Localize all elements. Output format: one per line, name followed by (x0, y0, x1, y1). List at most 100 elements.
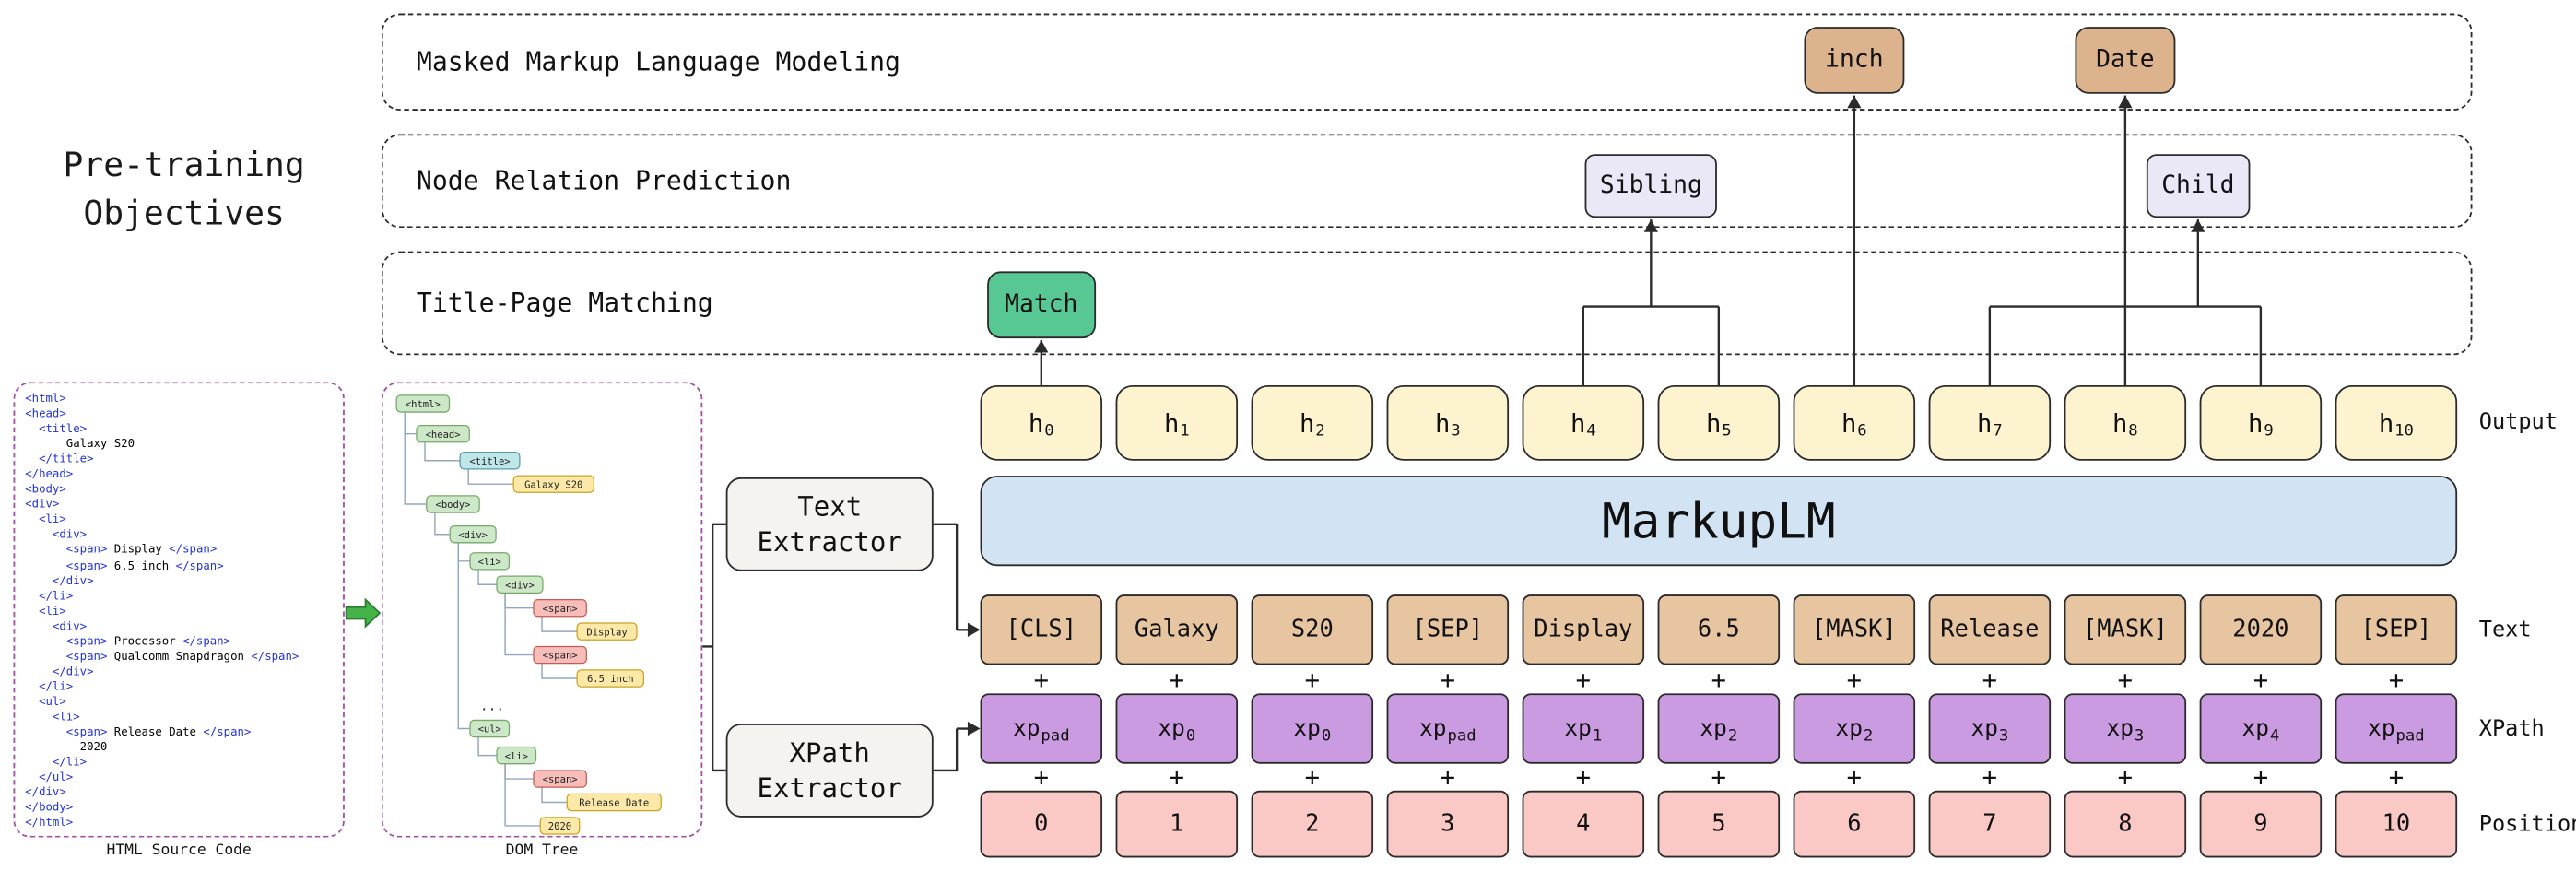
output-token-base: h (1434, 407, 1451, 439)
position-token-2: 2 (1251, 790, 1374, 858)
code-tag: <span> (65, 559, 108, 572)
dom-tree-edge (504, 593, 534, 656)
code-tag: <head> (25, 406, 66, 421)
plus-sign-1-6: + (1846, 761, 1863, 793)
xpath-token-subscript: pad (1447, 726, 1476, 746)
position-token-5: 5 (1657, 790, 1781, 858)
code-line: </ul> (25, 771, 333, 785)
row-label-text: Text (2478, 617, 2532, 642)
xpath-token-subscript: pad (1041, 726, 1070, 746)
svg-text:Galaxy S20: Galaxy S20 (524, 479, 582, 490)
output-token-subscript: 8 (2128, 421, 2138, 441)
output-token-subscript: 9 (2264, 421, 2274, 441)
plus-sign-0-8: + (2117, 665, 2134, 696)
dom-tree-node: 2020 (539, 817, 581, 835)
code-line: <li> (25, 711, 333, 725)
code-line: </div> (25, 574, 333, 589)
text-extractor-label: Text Extractor (757, 490, 902, 559)
plus-sign-0-4: + (1575, 665, 1592, 696)
code-tag: <li> (39, 512, 66, 527)
code-tag: </span> (203, 724, 252, 739)
code-line: <li> (25, 513, 333, 528)
output-token-subscript: 5 (1722, 421, 1732, 441)
xpath-token-subscript: 0 (1321, 726, 1332, 746)
dom-tree-edge (504, 763, 534, 780)
dom-tree-node: <span> (533, 770, 587, 788)
code-line: <html> (25, 392, 333, 406)
code-line: <li> (25, 604, 333, 618)
xpath-token-base: xp (1970, 714, 1998, 743)
code-tag: <title> (39, 422, 88, 436)
plus-sign-0-7: + (1982, 665, 1998, 696)
code-tag: </span> (175, 559, 224, 572)
output-token-base: h (2112, 407, 2128, 439)
xpath-token-base: xp (2241, 714, 2269, 743)
svg-text:<li>: <li> (505, 751, 528, 762)
output-token-base: h (1299, 407, 1315, 439)
position-token-8: 8 (2064, 790, 2187, 858)
dom-tree-edge (504, 593, 534, 609)
output-token-subscript: 4 (1586, 421, 1596, 441)
code-tag: <html> (25, 392, 66, 406)
dom-tree-edge (477, 736, 498, 757)
dom-tree-edge (404, 412, 417, 435)
plus-sign-0-2: + (1304, 665, 1321, 696)
plus-sign-1-2: + (1304, 761, 1321, 793)
output-token-subscript: 3 (1451, 421, 1461, 441)
code-tag: </ul> (39, 771, 74, 784)
xpath-token-base: xp (1419, 714, 1447, 743)
plus-sign-1-9: + (2253, 761, 2269, 793)
dom-tree-node: <span> (533, 645, 587, 665)
svg-text:<html>: <html> (406, 399, 441, 410)
output-token-subscript: 7 (1993, 421, 2003, 441)
code-tag: </span> (251, 649, 300, 664)
row-label-position: Position (2478, 811, 2576, 837)
dom-tree-node: 6.5 inch (576, 669, 645, 688)
code-tag: <div> (52, 618, 88, 633)
plus-sign-1-7: + (1982, 761, 1998, 793)
code-tag: </span> (182, 634, 231, 648)
xpath-token-subscript: 4 (2269, 726, 2280, 746)
dom-tree-node: <div> (449, 524, 497, 544)
plus-sign-1-0: + (1033, 761, 1049, 793)
svg-text:<span>: <span> (543, 774, 578, 785)
row-label-output: Output (2478, 410, 2558, 436)
position-token-9: 9 (2199, 790, 2323, 858)
code-line: <span> 6.5 inch </span> (65, 559, 224, 572)
code-tag: <body> (25, 482, 66, 497)
position-token-1: 1 (1115, 790, 1239, 858)
dom-tree-node: <head> (416, 424, 470, 443)
position-token-6: 6 (1793, 790, 1916, 858)
xpath-token-base: xp (1012, 714, 1041, 743)
dom-tree-edge (424, 441, 461, 462)
dom-tree-edge (457, 542, 470, 730)
code-tag: </li> (39, 588, 74, 603)
dom-tree-edge (541, 787, 568, 804)
output-token-base: h (2378, 407, 2394, 439)
dom-tree-edge (434, 512, 451, 536)
code-line: </div> (25, 786, 333, 801)
pretrain-title-line1: Pre-training (63, 144, 305, 184)
xpath-token-subscript: 3 (2134, 726, 2145, 746)
plus-sign-0-5: + (1711, 665, 1727, 696)
code-tag: <div> (25, 498, 60, 512)
code-tag: </li> (52, 755, 88, 770)
code-line: <div> (25, 528, 333, 543)
plus-sign-1-3: + (1440, 761, 1456, 793)
text-token-5: 6.5 (1657, 594, 1781, 665)
svg-text:<div>: <div> (505, 580, 535, 591)
svg-text:6.5 inch: 6.5 inch (587, 674, 634, 685)
text-extractor-box: Text Extractor (725, 477, 934, 571)
svg-text:<span>: <span> (543, 604, 578, 615)
dom-tree-edge (467, 468, 514, 485)
xpath-token-subscript: pad (2395, 726, 2425, 746)
xpath-token-base: xp (2106, 714, 2134, 743)
